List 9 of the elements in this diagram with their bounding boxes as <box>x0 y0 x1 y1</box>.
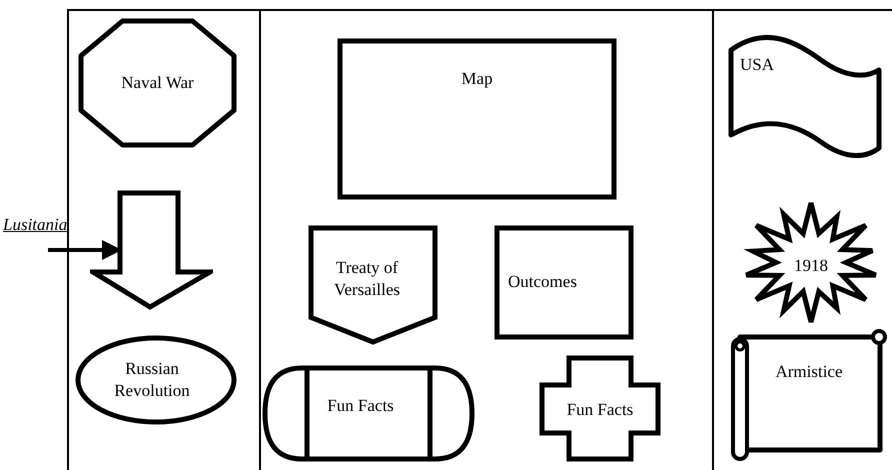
octagon-shape: Naval War <box>78 18 237 148</box>
ellipse-shape: Russian Revolution <box>75 335 237 425</box>
block-arrow <box>90 190 213 310</box>
capsule-shape: Fun Facts <box>262 365 475 462</box>
cross-shape: Fun Facts <box>539 355 661 462</box>
rectangle-box: Map <box>337 38 617 200</box>
pentagon-shape: Treaty of Versailles <box>308 225 438 345</box>
italic-label: Lusitania <box>0 212 96 247</box>
rectangle-box: Outcomes <box>494 225 634 340</box>
